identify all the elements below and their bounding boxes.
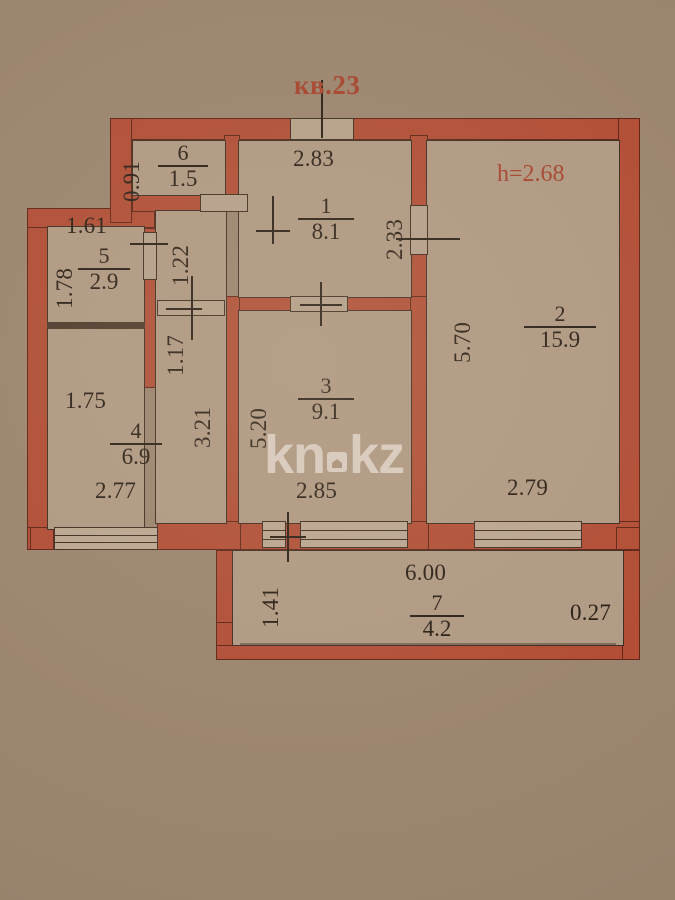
room-1-area-value: 8.1 xyxy=(311,219,341,244)
room-5-number: 5 xyxy=(98,243,110,268)
room-3-number: 3 xyxy=(320,373,332,398)
room-6-area-value: 1.5 xyxy=(168,166,198,191)
dim-corridor-upper: 1.22 xyxy=(168,244,193,286)
tick-room4-door-h xyxy=(166,308,202,310)
door-balcony xyxy=(262,521,286,548)
tick-entry-v xyxy=(321,80,323,138)
tick-room5-door-h xyxy=(130,243,168,245)
room-6-number: 6 xyxy=(177,140,189,165)
dim-room4-bottom: 2.77 xyxy=(95,478,137,503)
room-3-label: 3 9.1 xyxy=(298,375,354,424)
room-1-number: 1 xyxy=(320,193,332,218)
wall-left-upper-vertical xyxy=(110,118,132,223)
door-room1-room2 xyxy=(410,205,428,255)
room-4-divider xyxy=(110,443,162,445)
room-3-area-value: 9.1 xyxy=(311,399,341,424)
dim-room1-right: 2.33 xyxy=(382,218,407,260)
dim-room2-bottom: 2.79 xyxy=(507,475,549,500)
dim-balcony-right: 0.27 xyxy=(570,600,612,625)
room-3-divider xyxy=(298,398,354,400)
room-2-area-value: 15.9 xyxy=(539,327,581,352)
room-4-number: 4 xyxy=(130,418,142,443)
window-room2 xyxy=(474,521,582,548)
tick-room1-room2-h xyxy=(396,238,460,240)
room-7-label: 7 4.2 xyxy=(410,592,464,641)
dim-room2-left: 5.70 xyxy=(450,321,475,363)
room-6-label: 6 1.5 xyxy=(158,142,208,191)
corridor-area xyxy=(155,210,227,524)
wall-balcony-step-right xyxy=(616,527,640,550)
room-2-number: 2 xyxy=(554,301,566,326)
wall-balcony-right xyxy=(622,550,640,660)
room-6-area xyxy=(132,140,226,196)
tick-room6-door-v xyxy=(272,196,274,244)
room-6-divider xyxy=(158,165,208,167)
room-2-divider xyxy=(524,326,596,328)
wall-exterior-top xyxy=(110,118,640,140)
tick-room4-door-v xyxy=(191,276,193,340)
tick-room1-room3-h xyxy=(300,304,342,306)
room-2-area xyxy=(426,140,620,524)
room-7-number: 7 xyxy=(431,590,443,615)
room-2-label: 2 15.9 xyxy=(524,303,596,352)
wall-balcony-step-left xyxy=(30,527,54,550)
room-7-area xyxy=(232,550,624,646)
tick-balcony-door-h xyxy=(270,536,306,538)
dim-room5-left: 1.78 xyxy=(52,267,77,309)
room-1-label: 1 8.1 xyxy=(298,195,354,244)
room-4-area xyxy=(47,324,145,530)
room-5-label: 5 2.9 xyxy=(78,245,130,294)
room-5-area xyxy=(47,226,145,324)
dim-room3-left: 5.20 xyxy=(246,407,271,449)
wall-exterior-left xyxy=(27,208,49,548)
wall-exterior-right xyxy=(618,118,640,550)
balcony-floor-line xyxy=(240,643,616,645)
door-room5 xyxy=(143,232,157,280)
dim-room3-bottom: 2.85 xyxy=(296,478,338,503)
wall-balcony-bottom xyxy=(216,644,640,660)
dim-room6-left: 0.91 xyxy=(119,160,144,202)
room-3-area xyxy=(238,310,412,524)
tick-room6-door-h xyxy=(256,230,290,232)
room-4-area-value: 6.9 xyxy=(121,444,151,469)
room-1-divider xyxy=(298,218,354,220)
room-5-divider xyxy=(78,268,130,270)
room-7-area-value: 4.2 xyxy=(422,616,452,641)
apartment-number-label: кв.23 xyxy=(294,70,361,100)
dim-room5-top: 1.61 xyxy=(66,213,108,238)
dim-corridor-lower: 1.17 xyxy=(163,334,188,376)
room-5-area-value: 2.9 xyxy=(89,269,119,294)
dim-room4-right: 3.21 xyxy=(190,406,215,448)
window-room4 xyxy=(54,527,158,550)
wall-corridor-bottom xyxy=(157,521,247,550)
dim-room4-top: 1.75 xyxy=(65,388,107,413)
partition-room5-room4 xyxy=(47,322,145,329)
dim-room1-top: 2.83 xyxy=(293,146,335,171)
dim-balcony-left: 1.41 xyxy=(258,586,283,628)
door-room6 xyxy=(200,194,248,212)
room-7-divider xyxy=(410,615,464,617)
ceiling-height-label: h=2.68 xyxy=(497,161,565,187)
window-room3 xyxy=(300,521,408,548)
dim-balcony-top: 6.00 xyxy=(405,560,447,585)
room-4-label: 4 6.9 xyxy=(110,420,162,469)
